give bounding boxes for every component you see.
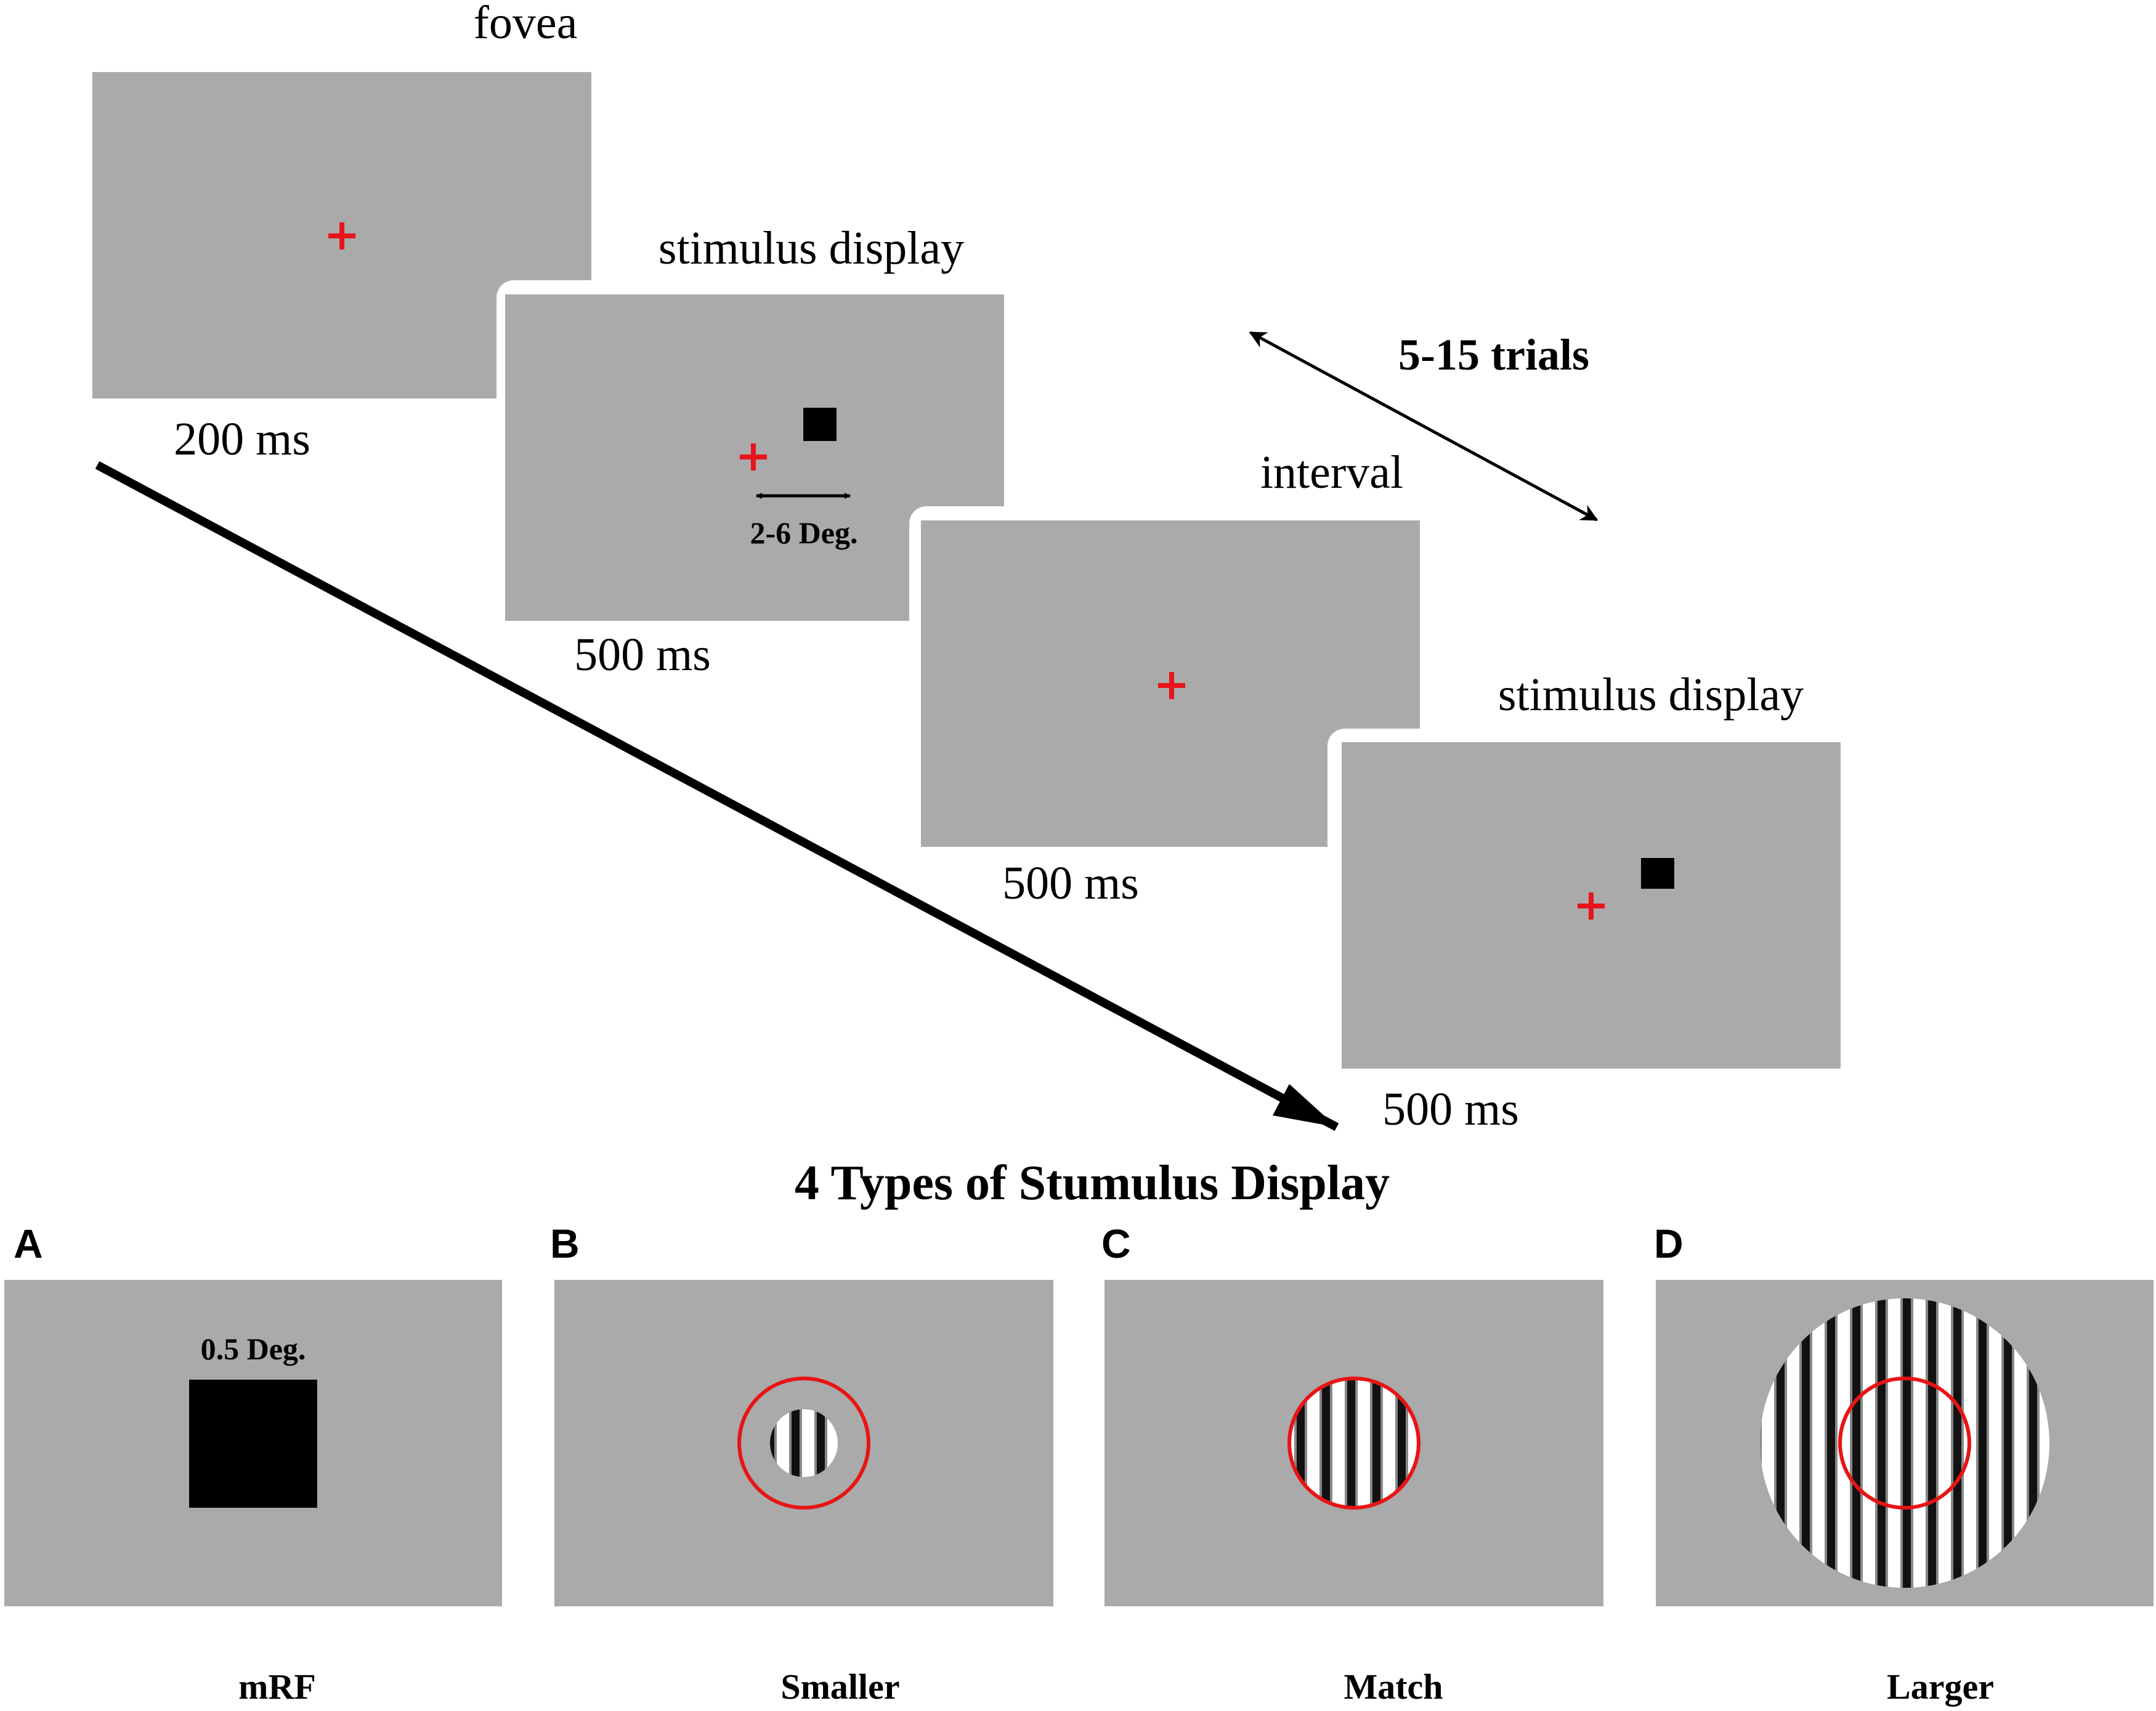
mrf-square xyxy=(189,1380,317,1508)
stimulus-square xyxy=(1641,858,1674,889)
rf-ring xyxy=(1287,1377,1420,1510)
panel-letter: D xyxy=(1654,1221,1684,1266)
repeat-arrow xyxy=(1249,331,1599,522)
sequence-step-2: stimulus display 2-6 Deg. 500 ms xyxy=(496,222,1008,681)
time-arrow-head xyxy=(1273,1084,1337,1127)
step-2-duration: 500 ms xyxy=(574,629,711,681)
repeat-label: 5-15 trials xyxy=(1398,330,1589,379)
fixation-cross xyxy=(328,222,355,249)
rf-ring xyxy=(1838,1377,1971,1510)
step-4-duration: 500 ms xyxy=(1382,1083,1519,1135)
step-3-duration: 500 ms xyxy=(1002,857,1139,909)
grating-patch xyxy=(770,1409,838,1477)
step-1-label: fovea xyxy=(474,0,578,49)
types-title: 4 Types of Stumulus Display xyxy=(795,1156,1390,1210)
step-4-label: stimulus display xyxy=(1498,669,1804,721)
sequence-step-4: stimulus display 500 ms xyxy=(1327,669,1845,1135)
panel-c: C Match xyxy=(1101,1221,1603,1707)
panel-letter: A xyxy=(14,1221,43,1266)
step-3-label: interval xyxy=(1260,447,1403,498)
grating-patch xyxy=(1760,1298,2049,1588)
panel-letter: C xyxy=(1101,1221,1131,1266)
panel-name: mRF xyxy=(238,1667,316,1707)
panel-name: Match xyxy=(1343,1667,1443,1707)
eccentricity-label: 2-6 Deg. xyxy=(750,516,858,550)
panel-a: A 0.5 Deg. mRF xyxy=(4,1221,502,1707)
panel-d: D Larger xyxy=(1654,1221,2154,1707)
step-2-label: stimulus display xyxy=(659,222,964,274)
panel-letter: B xyxy=(550,1221,580,1266)
step-1-duration: 200 ms xyxy=(174,413,310,465)
fixation-cross xyxy=(1158,672,1185,699)
fixation-cross xyxy=(1578,892,1605,920)
fixation-cross xyxy=(740,443,767,471)
panel-name: Smaller xyxy=(780,1667,899,1707)
size-label: 0.5 Deg. xyxy=(201,1332,306,1366)
time-arrow xyxy=(95,461,1339,1131)
panel-b: B Smaller xyxy=(550,1221,1053,1707)
panel-name: Larger xyxy=(1887,1667,1994,1707)
grating-patch xyxy=(1289,1378,1419,1508)
rf-ring xyxy=(737,1377,870,1510)
stimulus-square xyxy=(803,408,837,441)
